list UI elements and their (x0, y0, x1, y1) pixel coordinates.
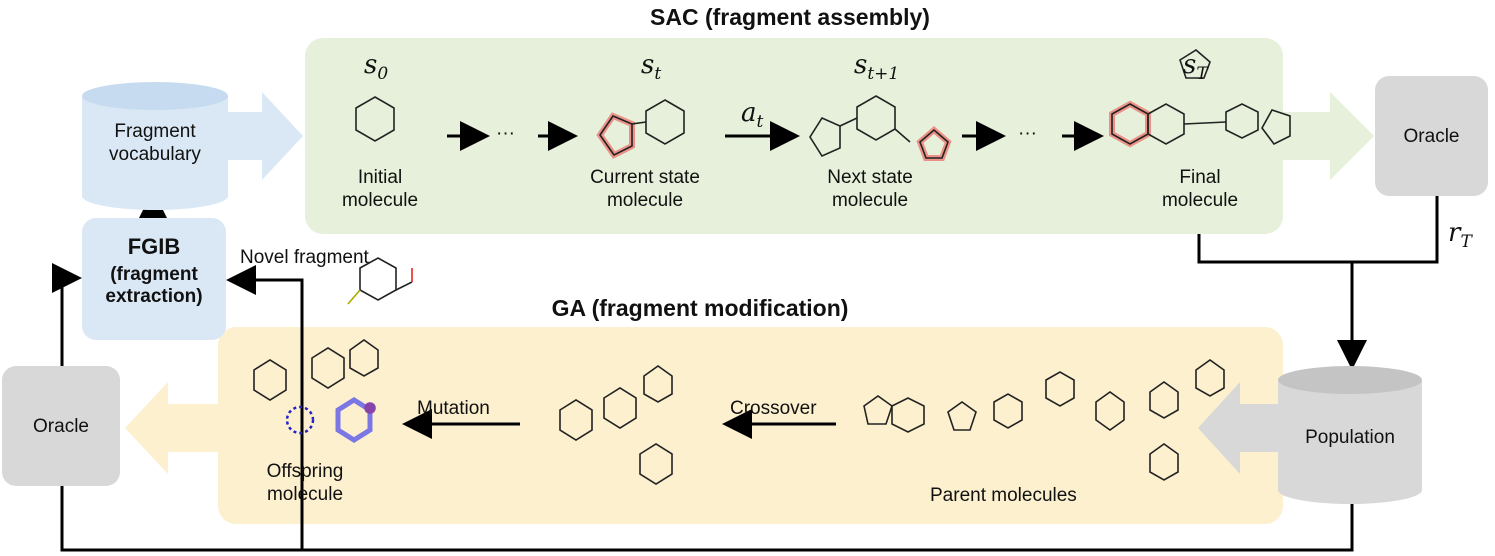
reward-rT: rT (1448, 218, 1472, 253)
fgib-box: FGIB (fragment extraction) (82, 218, 226, 340)
vocab-to-sac-arrow (208, 92, 303, 180)
parents-label: Parent molecules (930, 485, 1077, 506)
fgib-sub-2: extraction) (105, 286, 203, 307)
ga-title: GA (fragment modification) (551, 295, 849, 321)
oracle-right-box: Oracle (1375, 76, 1488, 196)
oracle-right-label: Oracle (1403, 125, 1460, 147)
ellipsis-2: ··· (1018, 123, 1037, 144)
population-to-ga-arrow (1198, 382, 1283, 474)
novel-fragment-label: Novel fragment (240, 247, 369, 268)
sac-to-oracle-arrow (1283, 92, 1374, 180)
ellipsis-1: ··· (496, 123, 515, 144)
oracle-left-label: Oracle (33, 415, 89, 437)
population-label: Population (1305, 427, 1395, 448)
fgib-sub-1: (fragment (110, 264, 198, 285)
population-cylinder (1278, 366, 1422, 504)
state-st: st (641, 50, 662, 85)
fgib-name: FGIB (127, 234, 181, 259)
oracle-left-box: Oracle (2, 366, 120, 486)
vocab-cylinder (82, 82, 228, 210)
state-sT: sT (1183, 50, 1208, 85)
crossover-label: Crossover (730, 398, 817, 419)
state-s0: s0 (364, 50, 389, 85)
molecules (253, 49, 1291, 485)
sac-title: SAC (fragment assembly) (650, 4, 930, 30)
mutation-label: Mutation (417, 398, 490, 419)
action-at: at (741, 98, 764, 133)
ga-to-oracle-arrow (125, 382, 218, 474)
state-st1: st+1 (854, 50, 900, 85)
